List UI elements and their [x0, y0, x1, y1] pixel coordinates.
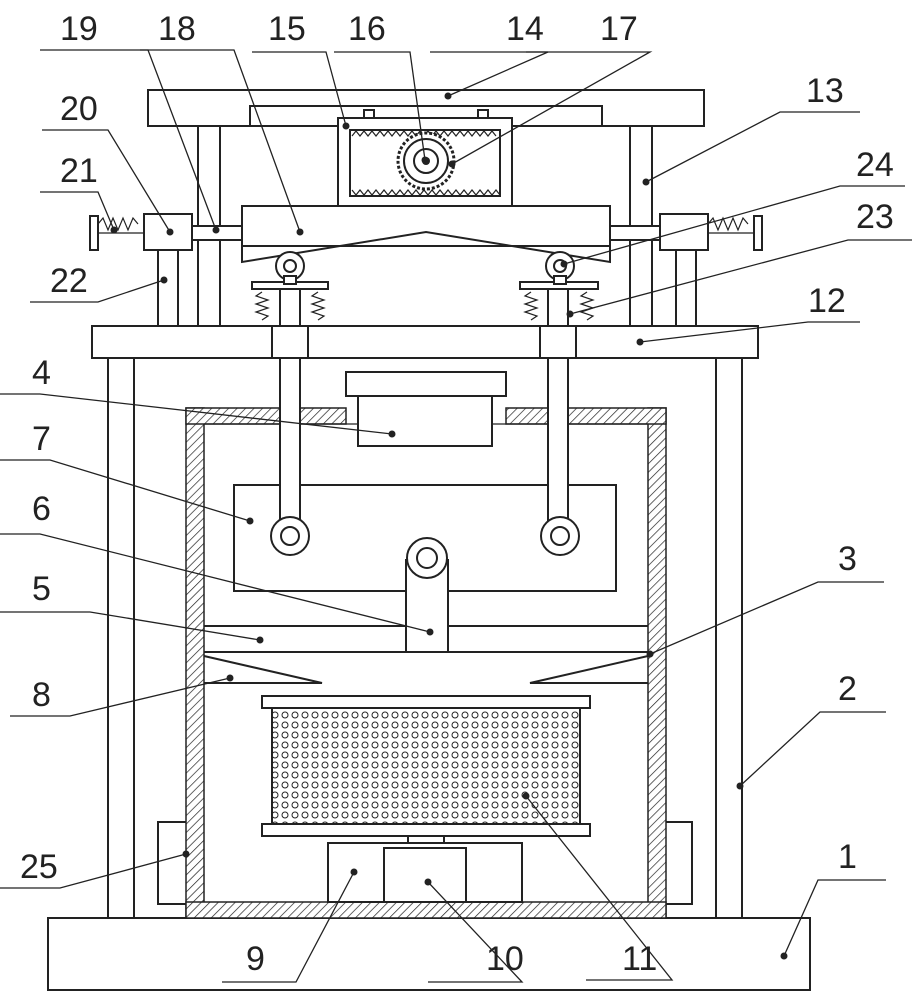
leader-dots — [110, 92, 788, 960]
inner-posts — [157, 249, 697, 327]
label-5: 5 — [32, 570, 51, 608]
label-2: 2 — [838, 670, 857, 708]
label-13: 13 — [806, 72, 844, 110]
label-25: 25 — [20, 848, 58, 886]
top-press-block — [345, 371, 507, 447]
label-14: 14 — [506, 10, 544, 48]
label-20: 20 — [60, 90, 98, 128]
hatched-housing — [185, 407, 667, 919]
label-10: 10 — [486, 940, 524, 978]
part-labels: 19 18 15 16 14 17 13 20 21 24 23 22 12 4… — [20, 10, 894, 978]
center-post — [405, 537, 449, 653]
side-springs — [89, 215, 763, 251]
support-plate — [91, 325, 759, 359]
label-17: 17 — [600, 10, 638, 48]
label-8: 8 — [32, 676, 51, 714]
leader-lines — [0, 49, 912, 983]
mesh-basket — [261, 695, 591, 847]
label-16: 16 — [348, 10, 386, 48]
motor — [383, 847, 467, 903]
label-24: 24 — [856, 146, 894, 184]
gear-box — [337, 117, 513, 209]
label-7: 7 — [32, 420, 51, 458]
sliding-bar — [241, 205, 611, 264]
label-23: 23 — [856, 198, 894, 236]
label-3: 3 — [838, 540, 857, 578]
label-19: 19 — [60, 10, 98, 48]
label-9: 9 — [246, 940, 265, 978]
label-18: 18 — [158, 10, 196, 48]
label-21: 21 — [60, 152, 98, 190]
base-plate — [47, 917, 811, 991]
label-12: 12 — [808, 282, 846, 320]
label-22: 22 — [50, 262, 88, 300]
guide-plates — [203, 655, 649, 684]
label-1: 1 — [838, 838, 857, 876]
outer-legs — [107, 357, 743, 919]
label-11: 11 — [622, 940, 657, 978]
label-6: 6 — [32, 490, 51, 528]
label-15: 15 — [268, 10, 306, 48]
push-rods — [251, 251, 599, 556]
label-4: 4 — [32, 354, 51, 392]
